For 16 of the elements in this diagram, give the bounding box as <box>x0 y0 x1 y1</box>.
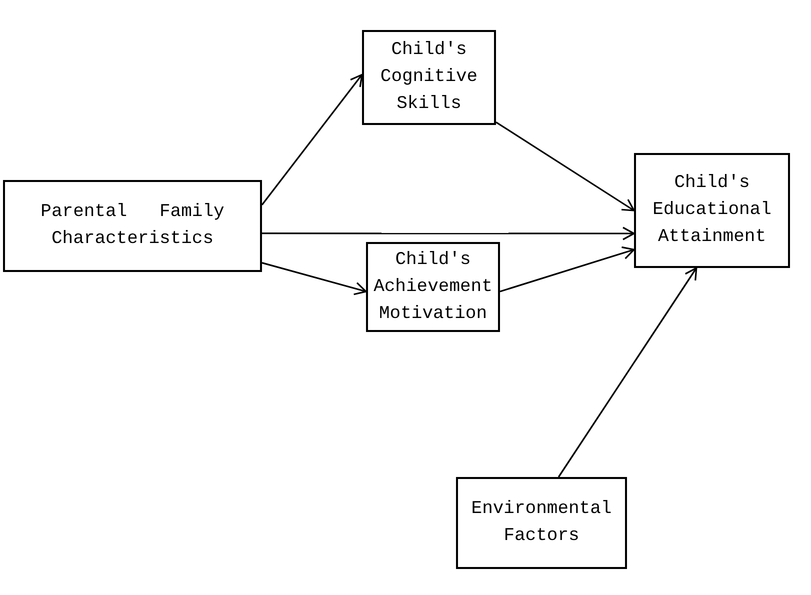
arrow <box>262 262 367 296</box>
arrow <box>261 74 363 206</box>
process-box <box>634 153 790 268</box>
box-label: Child's Achievement Motivation <box>372 248 494 326</box>
box-label: Parental Family Characteristics <box>40 201 226 251</box>
process-box <box>456 477 627 569</box>
box-label: Environmental Factors <box>470 498 613 548</box>
arrow <box>500 246 635 292</box>
arrow <box>558 267 698 478</box>
box-label: Child's Cognitive Skills <box>379 39 479 116</box>
arrow <box>496 121 635 212</box>
process-box <box>3 180 262 272</box>
process-box <box>366 242 500 332</box>
arrow <box>262 226 635 240</box>
process-box <box>362 30 496 125</box>
box-label: Child's Educational Attainment <box>652 172 772 249</box>
